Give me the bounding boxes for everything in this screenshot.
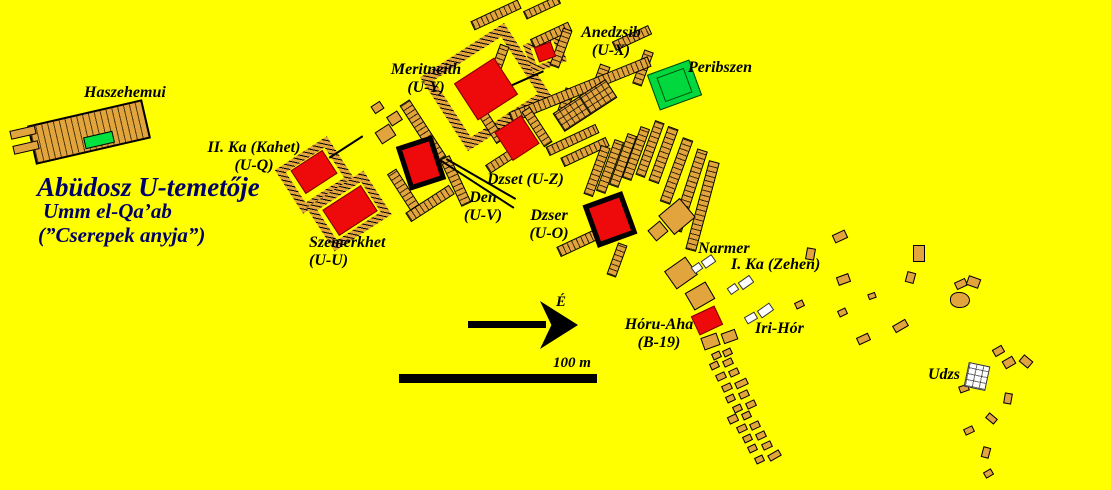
ika-zehen-tomb [726,282,740,296]
map-shape-blob [950,292,970,308]
label-den: Den (U-V) [463,189,503,224]
map-shape-solid [913,245,925,262]
label-irihor: Iri-Hór [755,320,804,337]
label-udzs: Udzs [928,366,961,383]
map-shape-solid [962,425,976,436]
map-shape-solid [892,318,909,334]
map-shape-solid [760,440,774,451]
map-shape-solid [831,229,849,244]
map-shape-solid [726,413,740,425]
ika-zehen-tomb [737,274,755,291]
map-shape-solid [767,449,782,462]
map-shape-solid [746,443,759,454]
map-shape-solid [731,403,744,414]
map-shape-solid [721,357,735,368]
map-shape-solid [735,423,749,434]
map-shape-solid [714,371,728,382]
map-shape-solid [740,410,753,421]
map-shape-solid [1003,392,1013,405]
map-shape-hbar [470,0,522,31]
label-szemerkhet: Szemerkhet (U-U) [309,234,386,269]
map-shape-solid [904,271,917,284]
map-shape-solid [374,123,397,145]
map-shape-solid [985,412,998,425]
map-shape-solid [370,100,385,115]
map-shape-solid [700,332,721,351]
map-shape-solid [1001,355,1017,370]
map-subtitle-translation: (”Cserepek anyja”) [38,223,206,247]
map-shape-solid [753,454,766,465]
map-shape-solid [991,344,1006,358]
label-meritneith: Meritneith (U-Y) [390,61,462,96]
map-shape-solid [720,328,739,345]
udzs-tomb [963,361,991,392]
label-narmer: Narmer [698,240,750,257]
label-anedzsib: Anedzsib (U-X) [581,24,641,59]
label-iika: II. Ka (Kahet) (U-Q) [207,139,301,174]
map-shape-solid [708,360,721,371]
map-shape-solid [980,446,992,459]
label-peribszen: Peribszen [688,59,752,76]
map-shape-solid [741,433,754,444]
map-shape-solid [748,420,762,431]
map-shape-solid [734,377,749,390]
map-shape-solid [836,307,849,318]
label-dzser: Dzser (U-O) [529,207,569,242]
label-haszehemui: Haszehemui [84,84,166,101]
label-ika-zehen: I. Ka (Zehen) [731,256,821,273]
north-label: É [556,294,567,310]
haszehemui-tomb [27,99,151,165]
map-shape-solid [965,275,982,289]
map-shape-hbar [522,0,562,20]
map-shape-solid [724,393,737,404]
scale-bar [399,374,597,383]
map-subtitle: Umm el-Qa’ab [43,199,172,223]
irihor-tomb [756,302,775,319]
map-shape-solid [720,382,734,393]
map-shape-solid [727,367,741,378]
scale-label: 100 m [553,355,591,371]
label-dzset: Dzset (U-Z) [487,171,564,188]
map-shape-solid [855,332,872,346]
north-arrow-shaft [468,321,546,328]
map-shape-solid [744,399,758,410]
map-title: Abüdosz U-temetője [37,172,260,202]
map-shape-solid [835,273,852,286]
map-shape-solid [867,291,877,301]
map-shape-vbar [606,242,628,278]
map-shape-solid [754,430,768,441]
map-shape-solid [737,389,751,400]
label-horuaha: Hóru-Aha (B-19) [624,316,694,351]
map-shape-solid [721,347,734,358]
map-shape-solid [1018,354,1034,369]
map-shape-solid [664,256,698,290]
map-shape-solid [793,299,806,310]
map-shape-solid [982,468,995,479]
map-shape-solid [710,350,723,361]
